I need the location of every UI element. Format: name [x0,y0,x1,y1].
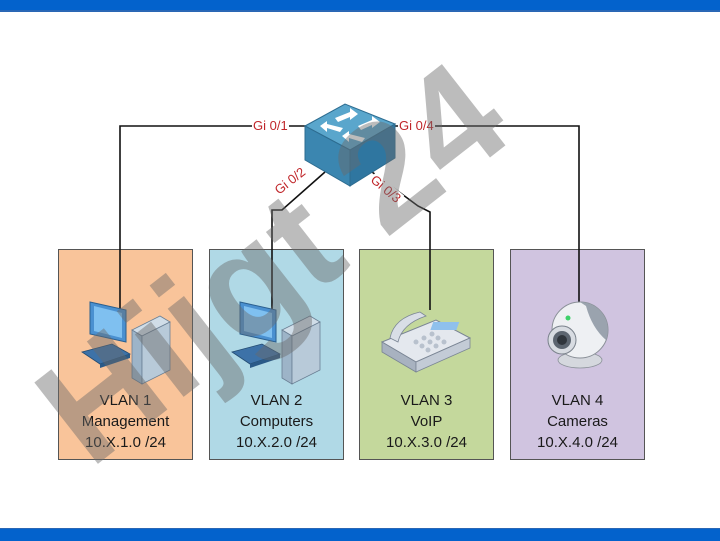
port-label-gi0-4: Gi 0/4 [398,118,435,133]
vlan-3-label: VLAN 3 VoIP 10.X.3.0 /24 [360,390,493,453]
computer-icon [231,301,321,385]
vlan-2-name: Computers [239,413,314,430]
vlan-1-box: VLAN 1 Management 10.X.1.0 /24 [58,249,193,460]
vlan-4-title: VLAN 4 [551,392,604,409]
vlan-2-title: VLAN 2 [250,392,303,409]
ip-phone-icon [380,311,472,373]
vlan-4-name: Cameras [547,413,608,430]
top-frame-bar [0,0,720,12]
vlan-4-box: VLAN 4 Cameras 10.X.4.0 /24 [510,249,645,460]
vlan-1-label: VLAN 1 Management 10.X.1.0 /24 [59,390,192,453]
vlan-1-title: VLAN 1 [99,392,152,409]
vlan-1-name: Management [81,413,170,430]
computer-icon [81,301,171,385]
webcam-icon [547,301,609,369]
vlan-1-subnet: 10.X.1.0 /24 [85,434,166,451]
bottom-frame-bar [0,528,720,541]
link-gi0-1 [119,125,310,312]
vlan-2-label: VLAN 2 Computers 10.X.2.0 /24 [210,390,343,453]
vlan-3-title: VLAN 3 [400,392,453,409]
vlan-4-label: VLAN 4 Cameras 10.X.4.0 /24 [511,390,644,453]
vlan-2-subnet: 10.X.2.0 /24 [236,434,317,451]
vlan-3-box: VLAN 3 VoIP 10.X.3.0 /24 [359,249,494,460]
vlan-4-subnet: 10.X.4.0 /24 [537,434,618,451]
vlan-3-subnet: 10.X.3.0 /24 [386,434,467,451]
link-gi0-2 [271,171,326,312]
link-gi0-4 [392,125,580,330]
switch-icon[interactable] [303,103,397,187]
vlan-3-name: VoIP [410,413,443,430]
port-label-gi0-1: Gi 0/1 [252,118,289,133]
